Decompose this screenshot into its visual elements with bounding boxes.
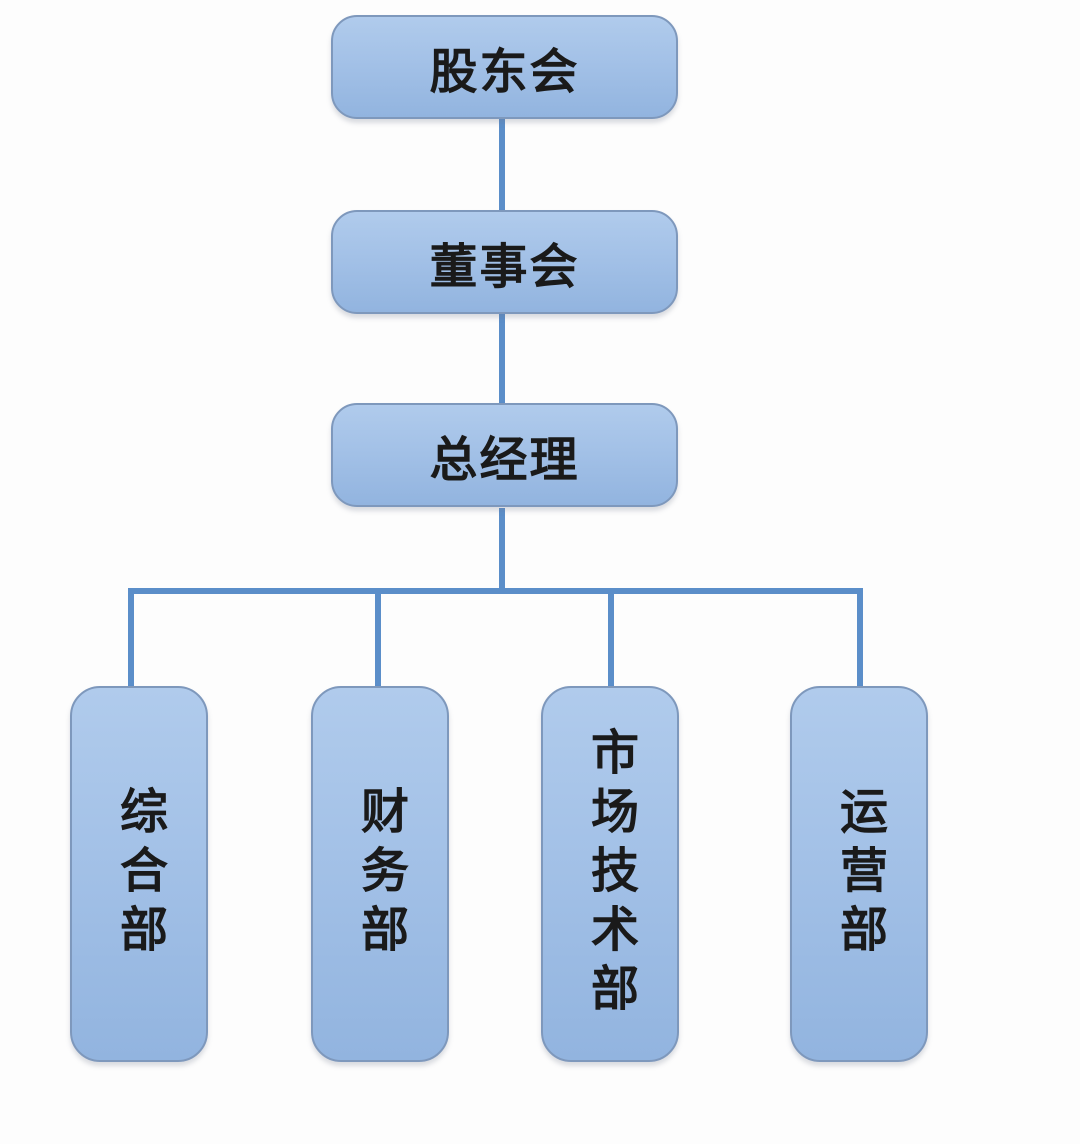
node-general-dept-label: 综合部 (111, 785, 167, 963)
connector-shareholders-board (499, 119, 505, 211)
connector-branch-horizontal (128, 588, 863, 594)
node-operations-dept-label: 运营部 (831, 785, 887, 963)
node-finance-dept-label: 财务部 (352, 785, 408, 963)
connector-board-gm (499, 314, 505, 404)
node-shareholders: 股东会 (331, 15, 678, 119)
node-general-dept: 综合部 (70, 686, 208, 1062)
node-operations-dept: 运营部 (790, 686, 928, 1062)
node-market-tech-dept-label: 市场技术部 (582, 726, 638, 1022)
node-board-label: 董事会 (429, 239, 580, 295)
connector-gm-branch-stem (499, 508, 505, 594)
node-general-manager-label: 总经理 (429, 432, 580, 488)
connector-drop-market-tech-dept (608, 588, 614, 692)
node-board: 董事会 (331, 210, 678, 314)
node-finance-dept: 财务部 (311, 686, 449, 1062)
connector-drop-finance-dept (375, 588, 381, 688)
connector-drop-operations-dept (857, 588, 863, 692)
node-market-tech-dept: 市场技术部 (541, 686, 679, 1062)
node-general-manager: 总经理 (331, 403, 678, 507)
node-shareholders-label: 股东会 (429, 44, 580, 100)
connector-drop-general-dept (128, 588, 134, 688)
